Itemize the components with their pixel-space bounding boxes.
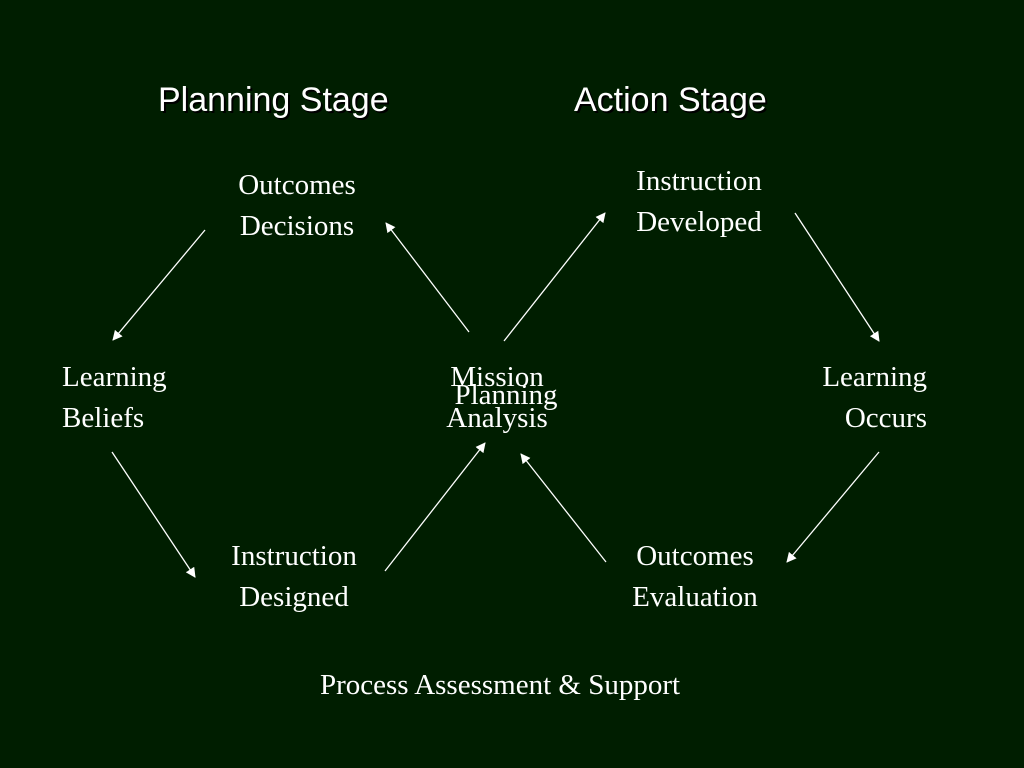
learning-occurs-line-2: Occurs — [844, 402, 927, 434]
instruction-designed-line-2: Designed — [239, 581, 349, 613]
mission-analysis-line-2: Analysis — [446, 402, 548, 434]
planning-stage-heading: Planning Stage — [158, 81, 389, 119]
instruction-designed-line-1: Instruction — [231, 540, 357, 572]
mission-analysis-line-1: Mission — [450, 361, 544, 393]
arrow-outcomes-evaluation-to-mission — [520, 453, 607, 563]
instruction-developed-line-1: Instruction — [636, 165, 762, 197]
process-assessment-footer: Process Assessment & Support — [319, 669, 681, 701]
arrow-mission-to-instruction-developed — [503, 212, 606, 342]
arrow-outcomes-decisions-to-learning-beliefs — [112, 229, 206, 341]
learning-beliefs-line-2: Beliefs — [62, 402, 145, 434]
arrow-mission-to-outcomes-decisions — [385, 222, 470, 333]
arrow-learning-beliefs-to-instruction-designed — [111, 451, 196, 578]
arrow-learning-occurs-to-outcomes-evaluation — [786, 451, 880, 563]
arrow-instruction-developed-to-learning-occurs — [794, 212, 880, 342]
mission-analysis-node: Mission Analysis — [397, 357, 597, 439]
outcomes-evaluation-line-2: Evaluation — [632, 581, 758, 613]
outcomes-decisions-line-1: Outcomes — [238, 169, 356, 201]
outcomes-decisions-line-2: Decisions — [239, 210, 355, 242]
learning-occurs-line-1: Learning — [822, 361, 927, 393]
outcomes-evaluation-line-1: Outcomes — [636, 540, 754, 572]
learning-beliefs-node: Learning Beliefs — [62, 357, 262, 439]
instruction-designed-node: Instruction Designed — [194, 536, 394, 618]
learning-beliefs-line-1: Learning — [62, 361, 167, 393]
learning-occurs-node: Learning Occurs — [727, 357, 927, 439]
action-stage-heading: Action Stage — [574, 81, 767, 119]
outcomes-decisions-node: Outcomes Decisions — [197, 165, 397, 247]
instruction-developed-line-2: Developed — [636, 206, 762, 238]
outcomes-evaluation-node: Outcomes Evaluation — [595, 536, 795, 618]
mission-planning-overlay: Planning — [454, 379, 558, 411]
instruction-developed-node: Instruction Developed — [599, 161, 799, 243]
arrow-instruction-designed-to-mission — [384, 442, 486, 572]
